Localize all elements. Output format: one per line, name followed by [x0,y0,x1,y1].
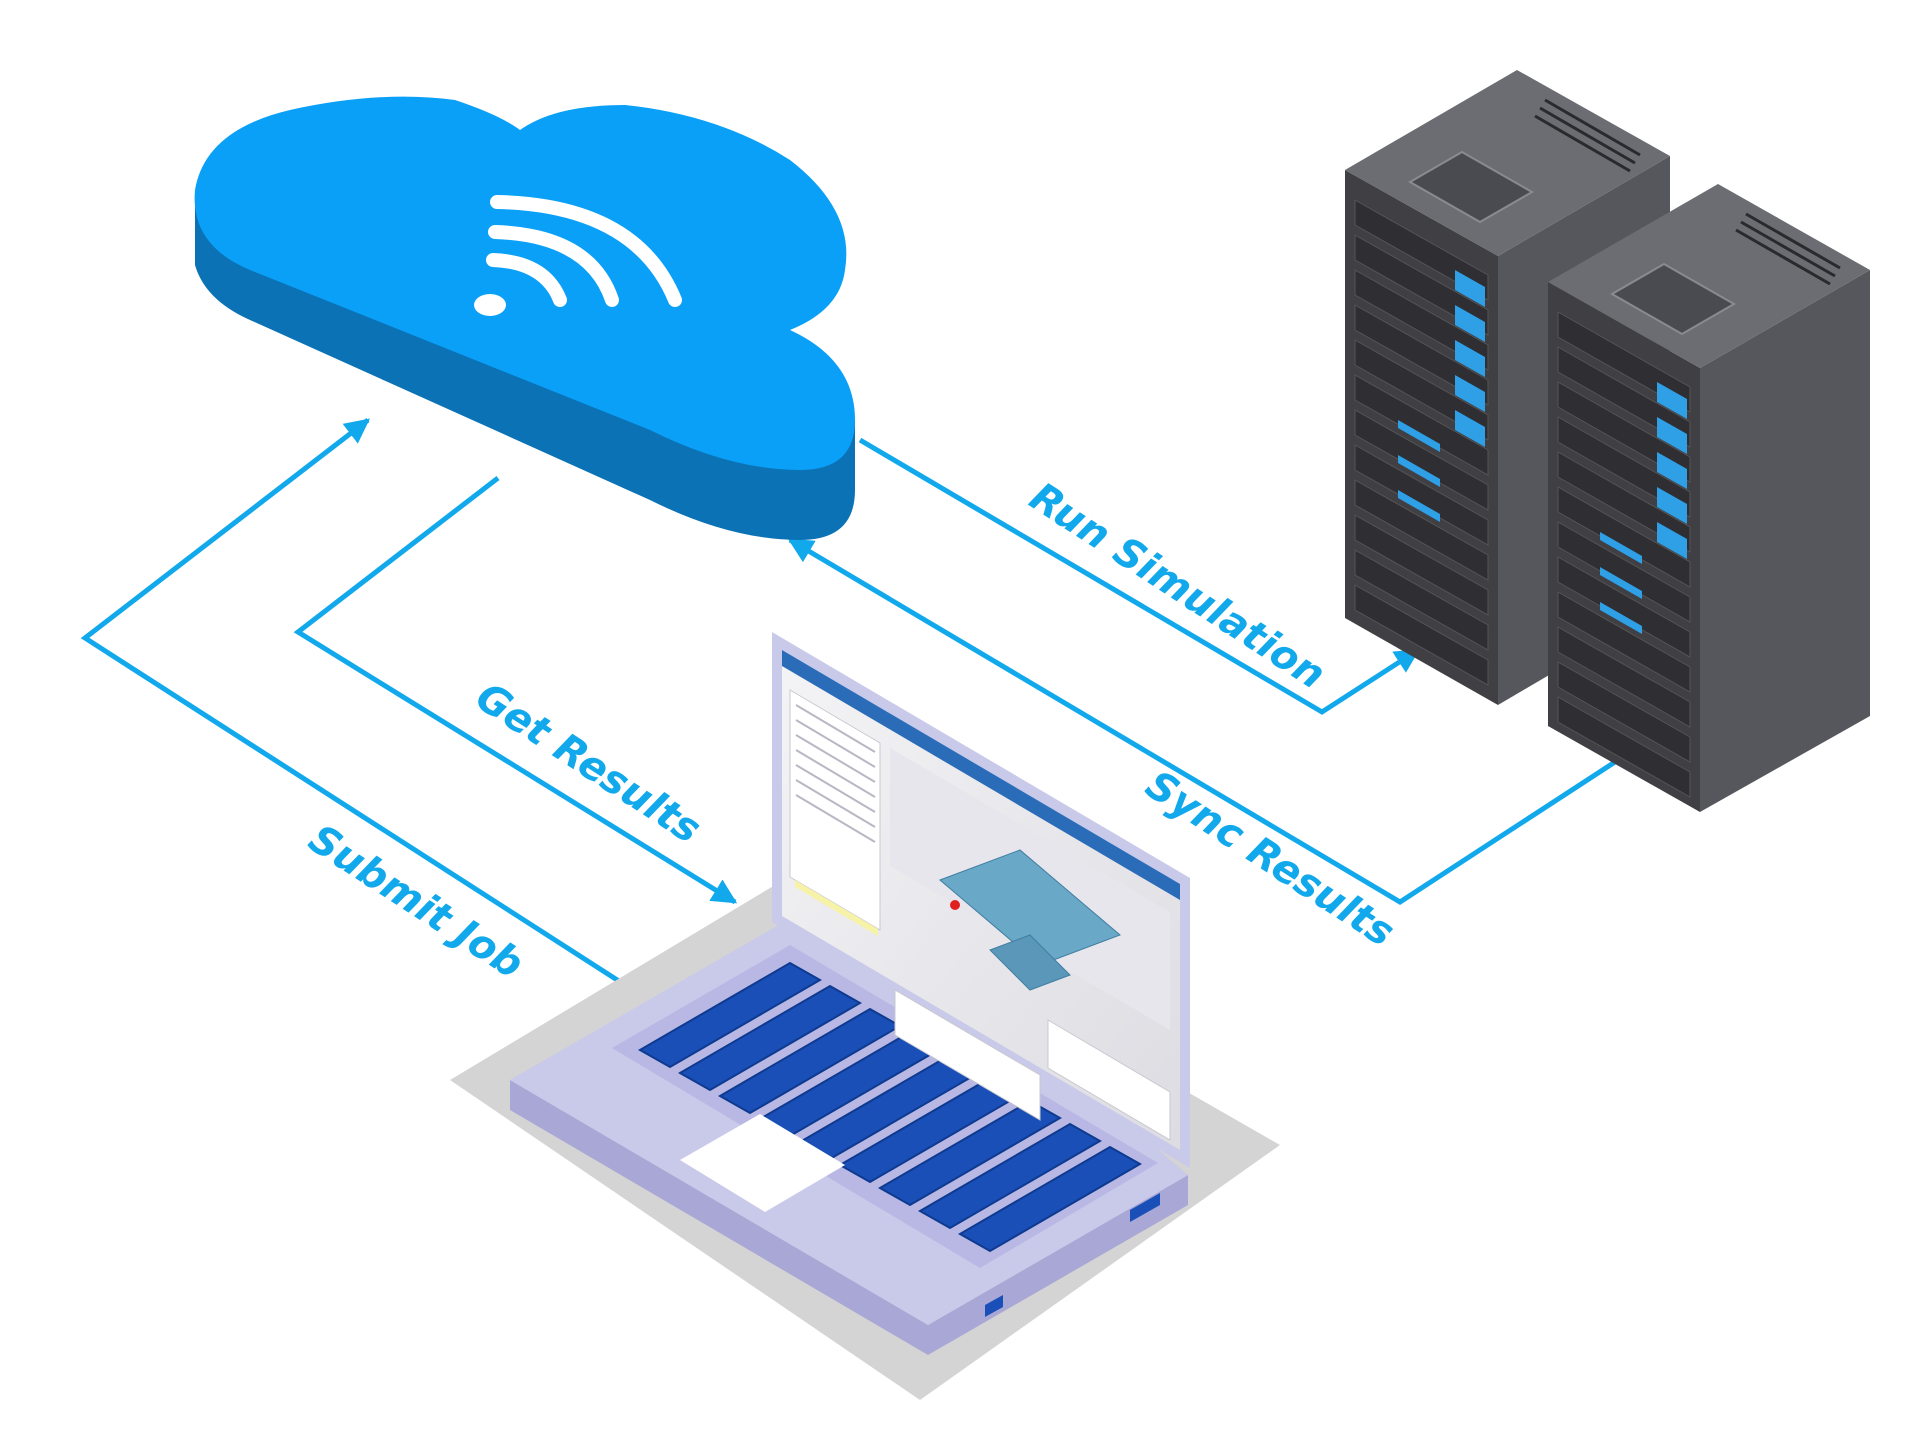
keyboard [637,961,1143,1253]
wifi-signal-icon [474,195,682,316]
server-rack-icon [1548,184,1870,812]
trackpad [680,1114,845,1212]
model-part [939,849,1121,966]
signal-arc-2 [488,225,619,307]
signal-dot [474,294,506,316]
run-simulation-label: Run Simulation [1022,474,1334,699]
app-output-panel [894,989,1041,1121]
sync-results-connector [787,537,1620,905]
laptop-base-side [510,1080,1188,1355]
get-results-connector [293,476,738,905]
cloud-icon [194,96,856,540]
server-back-leds [1398,270,1485,522]
server-back-vent [1534,98,1641,173]
signal-arc-3 [490,195,682,307]
signal-arc-1 [486,253,567,307]
app-sidebar [789,689,881,931]
app-toolbar [782,650,1180,900]
server-front-vent [1735,212,1841,286]
app-sidebar-rows [795,704,876,843]
server-back-top [1345,70,1670,256]
server-back-top-panel [1407,150,1535,224]
submit-job-connector [80,418,627,988]
cloud-top [194,96,856,471]
model-marker [950,900,960,910]
laptop-icon [450,632,1280,1400]
app-highlight-bar [795,880,878,936]
server-front-side [1700,270,1870,812]
app-properties-panel [1047,1019,1171,1141]
server-front-top [1548,184,1870,368]
run-simulation-connector [858,437,1421,715]
server-front-leds [1600,382,1687,634]
model-part [989,934,1071,991]
server-back-slots [1354,199,1489,686]
flow-lines [80,418,1620,988]
laptop-port [1130,1193,1160,1222]
get-results-label: Get Results [468,674,709,853]
server-front-top-panel [1609,262,1737,336]
laptop-port [985,1295,1003,1317]
